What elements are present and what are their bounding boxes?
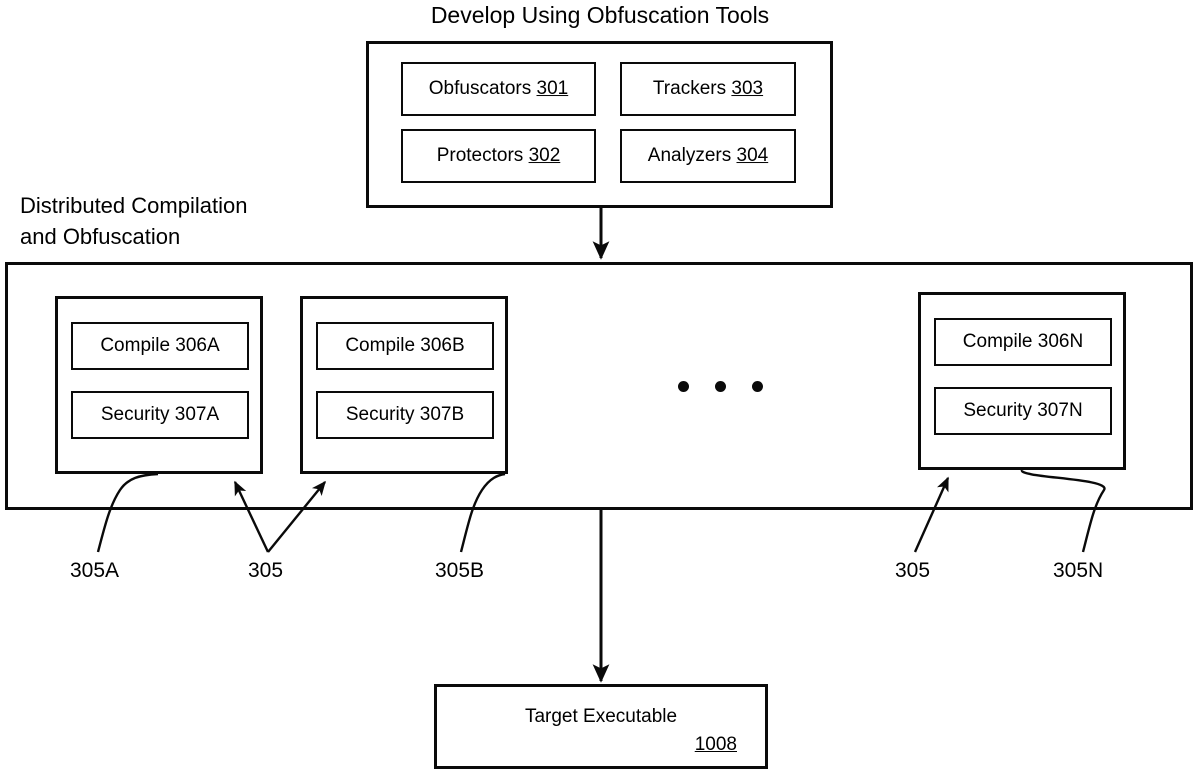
tool-box-obfuscators[interactable]: Obfuscators 301 xyxy=(401,62,596,116)
compile-label-306b: Compile 306B xyxy=(345,335,465,357)
security-label-307n: Security 307N xyxy=(963,400,1083,422)
tool-label-analyzers: Analyzers 304 xyxy=(647,145,769,167)
compilation-node-a[interactable]: Compile 306A Security 307A xyxy=(55,296,263,474)
target-executable-box[interactable]: Target Executable 1008 xyxy=(434,684,768,769)
ellipsis-dot-2 xyxy=(715,381,726,392)
security-label-307b: Security 307B xyxy=(345,404,465,426)
compilation-node-b[interactable]: Compile 306B Security 307B xyxy=(300,296,508,474)
security-box-307b[interactable]: Security 307B xyxy=(316,391,494,439)
ellipsis-dot-3 xyxy=(752,381,763,392)
tool-label-trackers: Trackers 303 xyxy=(652,78,764,100)
security-label-307a: Security 307A xyxy=(100,404,220,426)
target-executable-ref: 1008 xyxy=(694,734,737,755)
compile-box-306a[interactable]: Compile 306A xyxy=(71,322,249,370)
ellipsis-dot-1 xyxy=(678,381,689,392)
section-title-distributed-compilation: Distributed Compilation and Obfuscation xyxy=(20,193,248,250)
tool-box-protectors[interactable]: Protectors 302 xyxy=(401,129,596,183)
compilation-node-n[interactable]: Compile 306N Security 307N xyxy=(918,292,1126,470)
page-title: Develop Using Obfuscation Tools xyxy=(430,2,770,28)
tool-label-obfuscators: Obfuscators 301 xyxy=(428,78,569,100)
compile-label-306a: Compile 306A xyxy=(100,335,220,357)
security-box-307n[interactable]: Security 307N xyxy=(934,387,1112,435)
callout-label-305n: 305N xyxy=(1053,559,1104,582)
callout-label-305-left: 305 xyxy=(248,559,284,582)
target-executable-title: Target Executable xyxy=(524,706,678,727)
tool-box-analyzers[interactable]: Analyzers 304 xyxy=(620,129,796,183)
compile-label-306n: Compile 306N xyxy=(962,331,1084,353)
security-box-307a[interactable]: Security 307A xyxy=(71,391,249,439)
callout-label-305b: 305B xyxy=(435,559,485,582)
callout-label-305a: 305A xyxy=(70,559,120,582)
compile-box-306b[interactable]: Compile 306B xyxy=(316,322,494,370)
tool-box-trackers[interactable]: Trackers 303 xyxy=(620,62,796,116)
compile-box-306n[interactable]: Compile 306N xyxy=(934,318,1112,366)
callout-label-305-right: 305 xyxy=(895,559,931,582)
tool-label-protectors: Protectors 302 xyxy=(436,145,561,167)
